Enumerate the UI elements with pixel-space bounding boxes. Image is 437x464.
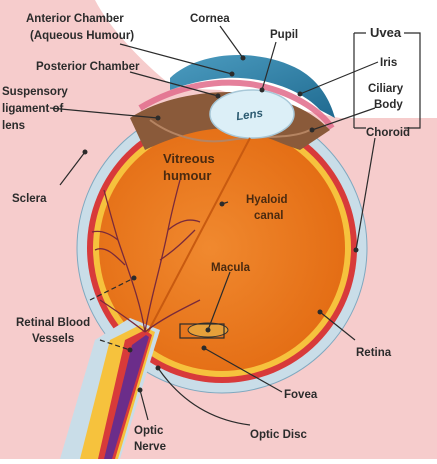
- label-optic-nerve-1: Optic: [134, 425, 164, 437]
- label-optic-disc: Optic Disc: [250, 429, 307, 441]
- eyelid-skin-top: [0, 0, 130, 135]
- label-ciliary-2: Body: [374, 99, 403, 111]
- label-retinal-vessels-2: Vessels: [32, 333, 74, 345]
- label-hyaloid-2: canal: [254, 210, 283, 222]
- iris-band: [138, 79, 335, 130]
- label-optic-nerve-2: Nerve: [134, 441, 166, 453]
- label-suspensory-2: ligament of: [2, 103, 64, 115]
- label-anterior-chamber-1: Anterior Chamber: [26, 13, 124, 25]
- ciliary-folds: [149, 119, 311, 143]
- retinal-vessels-drawing: [91, 179, 201, 333]
- fovea-box: [179, 323, 225, 339]
- label-fovea: Fovea: [284, 389, 318, 401]
- label-macula: Macula: [211, 262, 251, 274]
- label-iris: Iris: [380, 57, 397, 69]
- label-vitreous-1: Vitreous: [163, 151, 215, 166]
- label-anterior-chamber-2: (Aqueous Humour): [30, 30, 134, 42]
- label-lens: Lens: [235, 108, 263, 124]
- label-uvea: Uvea: [370, 25, 402, 40]
- label-hyaloid-1: Hyaloid: [246, 194, 288, 206]
- leader-lines: [49, 25, 379, 426]
- label-suspensory-1: Suspensory: [2, 86, 68, 98]
- hyaloid-canal-line: [147, 137, 251, 333]
- cornea-shape: [170, 55, 335, 118]
- label-retina: Retina: [356, 347, 392, 359]
- label-vitreous-2: humour: [163, 168, 211, 183]
- label-choroid: Choroid: [366, 127, 410, 139]
- label-posterior-chamber: Posterior Chamber: [36, 61, 140, 73]
- label-sclera: Sclera: [12, 193, 47, 205]
- optic-nerve-shape: [60, 318, 160, 459]
- label-pupil: Pupil: [270, 29, 298, 41]
- label-retinal-vessels-1: Retinal Blood: [16, 317, 90, 329]
- uvea-bracket: [353, 32, 421, 129]
- lens-shape: [209, 89, 295, 139]
- label-suspensory-3: lens: [2, 120, 25, 132]
- label-ciliary-1: Ciliary: [368, 83, 404, 95]
- label-cornea: Cornea: [190, 13, 230, 25]
